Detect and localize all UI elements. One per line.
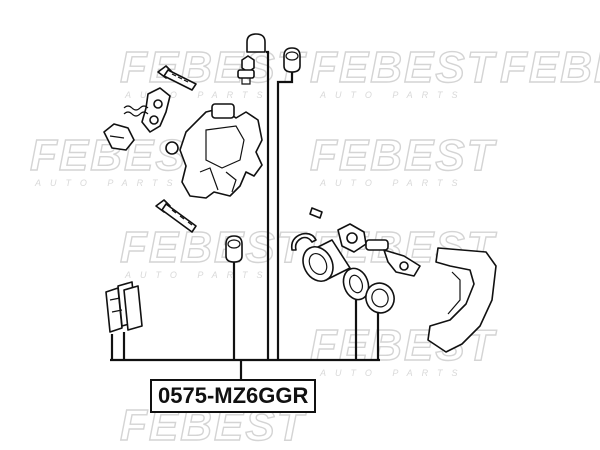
parking-lever-assembly xyxy=(103,87,171,151)
watermark-brand-2: FEBEST xyxy=(310,43,497,92)
caliper-body xyxy=(165,103,263,199)
bleeder-screw xyxy=(237,55,255,85)
watermark-tagline-1: AUTO PARTS xyxy=(124,90,272,100)
pad-clips xyxy=(105,281,143,333)
snap-ring xyxy=(290,232,317,251)
watermark-tagline-4: AUTO PARTS xyxy=(34,178,182,188)
guide-bolt-lower xyxy=(155,199,197,233)
piston-boot xyxy=(342,267,370,301)
leader-lines xyxy=(110,50,380,380)
watermark-tagline-6: AUTO PARTS xyxy=(124,270,272,280)
piston-seal xyxy=(365,282,395,314)
guide-boot-lower xyxy=(225,235,243,263)
watermark-tagline-2: AUTO PARTS xyxy=(319,90,467,100)
caliper-bracket xyxy=(427,247,497,353)
guide-bolt-upper xyxy=(157,65,197,91)
adjuster-screw-assembly xyxy=(337,223,421,277)
watermark-tagline-5: AUTO PARTS xyxy=(319,178,467,188)
watermark-brand-5: FEBEST xyxy=(310,131,497,180)
bleeder-cap xyxy=(246,33,266,53)
watermark-brand-3: FEBEST xyxy=(500,43,600,92)
watermark-brand-6: FEBEST xyxy=(120,223,307,272)
watermark-tagline-8: AUTO PARTS xyxy=(319,368,467,378)
guide-boot-upper xyxy=(283,47,301,73)
watermark-brand-1: FEBEST xyxy=(120,43,307,92)
small-pin xyxy=(309,207,323,219)
part-number-label: 0575-MZ6GGR xyxy=(150,379,317,413)
caliper-piston xyxy=(302,239,351,282)
